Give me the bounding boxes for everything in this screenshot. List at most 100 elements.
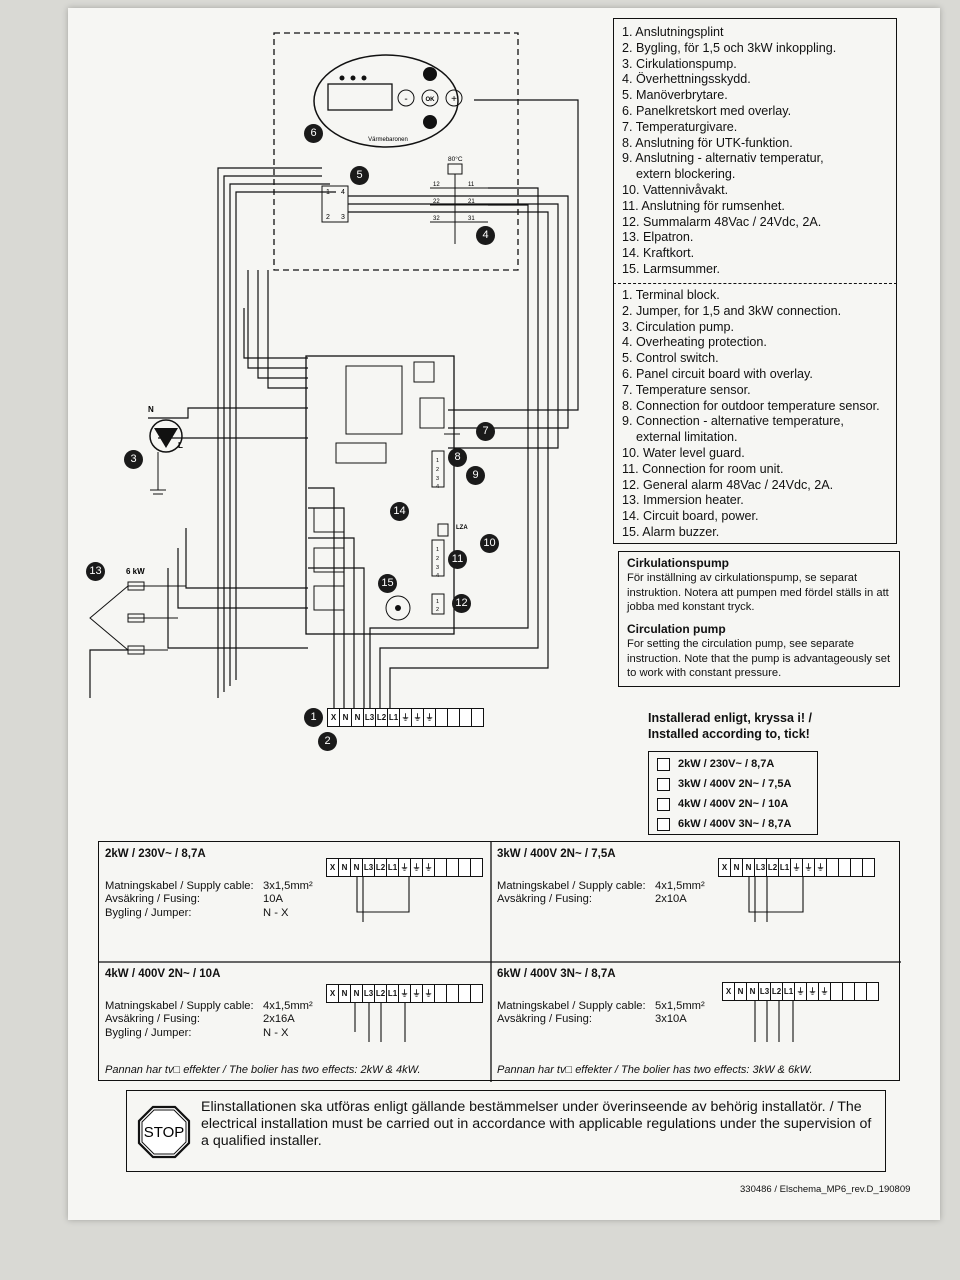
panel-enclosure xyxy=(273,32,519,271)
svg-text:4: 4 xyxy=(436,573,439,579)
installed-title: Installerad enligt, kryssa i! / Installe… xyxy=(648,711,812,741)
installed-option[interactable]: 2kW / 230V~ / 8,7A xyxy=(657,754,817,774)
legend-sv-item: 13. Elpatron. xyxy=(622,230,694,245)
legend-en-item: 3. Circulation pump. xyxy=(622,319,734,334)
panel-down-icon xyxy=(423,115,437,129)
svg-text:31: 31 xyxy=(468,216,475,222)
config-3kw: 3kW / 400V 2N~ / 7,5A Matningskabel / Su… xyxy=(497,848,705,905)
legend-sv-item: extern blockering. xyxy=(636,167,736,182)
legend-sv-item: 10. Vattennivåvakt. xyxy=(622,182,729,197)
legend-sv-item: 5. Manöverbrytare. xyxy=(622,88,728,103)
callout-3: 3 xyxy=(124,450,143,469)
legend-sv-item: 7. Temperaturgivare. xyxy=(622,119,738,134)
installed-option[interactable]: 3kW / 400V 2N~ / 7,5A xyxy=(657,774,817,794)
callout-12: 12 xyxy=(452,594,471,613)
terminal: X xyxy=(722,982,735,1001)
wiring-diagram-sheet: - OK + Värmebaronen 1 4 2 3 80°C 12 11 2… xyxy=(68,8,940,1220)
installed-options: 2kW / 230V~ / 8,7A 3kW / 400V 2N~ / 7,5A… xyxy=(648,751,818,835)
callout-4: 4 xyxy=(476,226,495,245)
legend-en-item: 12. General alarm 48Vac / 24Vdc, 2A. xyxy=(622,477,834,492)
svg-text:2: 2 xyxy=(436,556,439,562)
checkbox[interactable] xyxy=(657,777,670,791)
config-6kw: 6kW / 400V 3N~ / 8,7A Matningskabel / Su… xyxy=(497,968,705,1025)
legend-en-item: 13. Immersion heater. xyxy=(622,493,744,508)
checkbox[interactable] xyxy=(657,797,670,811)
terminal: ⏚ xyxy=(398,858,411,877)
config-grid-lines xyxy=(99,842,901,1082)
svg-text:4: 4 xyxy=(436,484,439,490)
legend-sv-item: 15. Larmsummer. xyxy=(622,261,720,276)
control-panel-oval xyxy=(313,54,459,148)
config-2kw: 2kW / 230V~ / 8,7A Matningskabel / Suppl… xyxy=(105,848,313,919)
temp-label: 80°C xyxy=(448,155,463,163)
btn-ok-text: OK xyxy=(426,97,436,103)
svg-text:32: 32 xyxy=(433,216,440,222)
legend-en-item: 14. Circuit board, power. xyxy=(622,509,759,524)
checkbox[interactable] xyxy=(657,757,670,771)
terminal: L2 xyxy=(770,982,783,1001)
legend-sv-item: 1. Anslutningsplint xyxy=(622,25,724,39)
installed-option[interactable]: 6kW / 400V 3N~ / 8,7A xyxy=(657,814,817,834)
svg-text:3: 3 xyxy=(341,214,345,221)
panel-minus-button xyxy=(397,89,415,107)
document-footer: 330486 / Elschema_MP6_rev.D_190809 xyxy=(740,1184,911,1195)
checkbox[interactable] xyxy=(657,817,670,831)
legend-en-item: 6. Panel circuit board with overlay. xyxy=(622,366,813,381)
svg-text:22: 22 xyxy=(433,199,440,205)
pump-title-sv: Cirkulationspump xyxy=(627,556,730,570)
note-right: Pannan har tv□ effekter / The bolier has… xyxy=(497,1064,813,1076)
stop-warning: STOP Elinstallationen ska utföras enligt… xyxy=(126,1090,886,1172)
legend-en-item: 4. Overheating protection. xyxy=(622,335,767,350)
svg-text:1: 1 xyxy=(436,599,439,605)
svg-text:2: 2 xyxy=(326,214,330,221)
callout-10: 10 xyxy=(480,534,499,553)
callout-13: 13 xyxy=(86,562,105,581)
legend-sv-item: 4. Överhettningsskydd. xyxy=(622,72,751,87)
legend-sv-item: 3. Cirkulationspump. xyxy=(622,56,737,71)
terminal xyxy=(470,858,483,877)
panel-ok-button xyxy=(421,89,439,107)
legend-en-item: 10. Water level guard. xyxy=(622,445,745,460)
stop-sign-icon: STOP xyxy=(137,1105,191,1159)
heater-label: 6 kW xyxy=(126,567,145,576)
legend-en-item: 8. Connection for outdoor temperature se… xyxy=(622,398,880,413)
legend-sv-item: 2. Bygling, för 1,5 och 3kW inkoppling. xyxy=(622,40,837,55)
alarm-connector xyxy=(431,593,445,615)
legend-sv-item: 14. Kraftkort. xyxy=(622,246,695,261)
legend-sv-item: 11. Anslutning för rumsenhet. xyxy=(622,198,785,213)
circulation-pump xyxy=(149,419,183,453)
terminal xyxy=(471,708,484,727)
pump-title-en: Circulation pump xyxy=(627,622,726,637)
terminal xyxy=(862,858,875,877)
installed-option[interactable]: 4kW / 400V 2N~ / 10A xyxy=(657,794,817,814)
legend-en-item: 1. Terminal block. xyxy=(622,288,720,302)
callout-11: 11 xyxy=(448,550,467,569)
panel-drop-icon xyxy=(423,67,437,81)
terminal xyxy=(866,982,879,1001)
svg-text:2: 2 xyxy=(436,607,439,613)
legend-sv-item: 6. Panelkretskort med overlay. xyxy=(622,103,792,118)
stop-text: Elinstallationen ska utföras enligt gäll… xyxy=(201,1099,872,1149)
btn-minus-text: - xyxy=(404,94,407,105)
terminal xyxy=(470,984,483,1003)
callout-2: 2 xyxy=(318,732,337,751)
callout-15: 15 xyxy=(378,574,397,593)
pump-text-en: For setting the circulation pump, see se… xyxy=(627,638,891,680)
pump-text-sv: För inställning av cirkulationspump, se … xyxy=(627,572,889,613)
legend-sv-item: 9. Anslutning - alternativ temperatur, xyxy=(622,151,824,166)
utk-connector xyxy=(431,450,445,488)
panel-plus-button xyxy=(445,89,463,107)
svg-text:12: 12 xyxy=(433,182,440,188)
terminal: X xyxy=(326,984,339,1003)
callout-8: 8 xyxy=(448,448,467,467)
panel-brand: Värmebaronen xyxy=(368,137,408,143)
callout-14: 14 xyxy=(390,502,409,521)
svg-text:1: 1 xyxy=(436,547,439,553)
terminal: N xyxy=(742,858,755,877)
room-unit-connector xyxy=(431,539,445,577)
svg-text:3: 3 xyxy=(436,476,439,482)
legend-en-item: 2. Jumper, for 1,5 and 3kW connection. xyxy=(622,303,842,318)
legend-en-item: external limitation. xyxy=(636,430,738,445)
